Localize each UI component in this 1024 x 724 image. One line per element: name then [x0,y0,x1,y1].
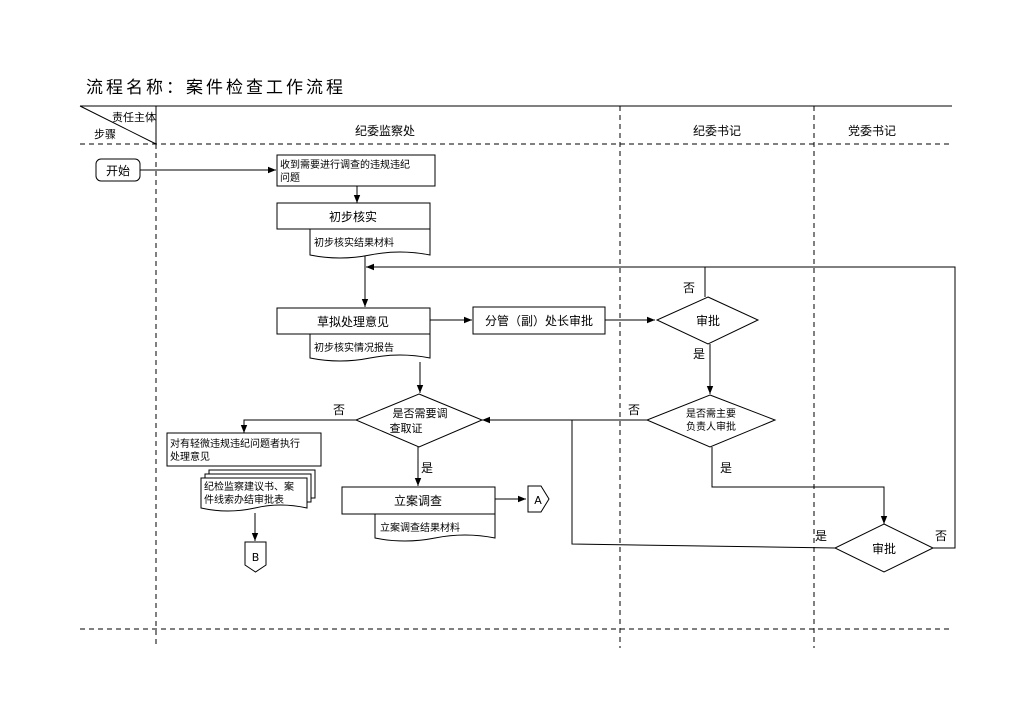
receive-problem-box [276,154,436,187]
lane-header-party-secretary: 党委书记 [848,123,896,138]
need-principal-line1: 是否需主要 [686,408,736,420]
file-case-box [341,486,496,515]
initial-report-doc-label: 初步核实情况报告 [314,341,394,354]
minor-handle-line2: 处理意见 [170,450,210,463]
draft-opinion-label: 草拟处理意见 [317,314,389,329]
connector-b-shape [244,541,267,573]
approve1-diamond [655,296,760,345]
initial-verify-doc-label: 初步核实结果材料 [314,236,394,249]
initial-verify-label: 初步核实 [329,209,377,224]
approve1-label: 审批 [696,313,720,328]
suggestion-doc-line2: 件线索办结审批表 [204,493,284,506]
principal-yes-label: 是 [720,461,732,475]
suggestion-doc-line1: 纪检监察建议书、案 [204,480,294,493]
edge-approve2-no-loop [705,266,956,549]
initial-report-doc-shape [309,333,431,362]
receive-problem-line1: 收到需要进行调查的违规违纪 [280,158,410,171]
approve2-label: 审批 [872,541,896,556]
flow-title: 流程名称：案件检查工作流程 [86,78,346,98]
need-investigate-diamond [354,393,484,448]
suggestion-doc-front [200,477,308,512]
header-corner-step: 步骤 [94,128,116,141]
header-corner-diagonal [79,105,157,145]
edge-principal-yes [711,447,888,524]
approve2-no-label: 否 [935,529,947,543]
investigate-no-label: 否 [333,403,345,417]
approve1-no-label: 否 [683,281,695,295]
deputy-approve-label: 分管（副）处长审批 [485,313,593,328]
lane-header-discipline-office: 纪委监察处 [355,124,415,138]
initial-verify-box [276,202,431,230]
header-corner-responsible: 责任主体 [112,110,156,124]
edge-investigate-no [240,419,356,433]
file-case-doc-shape [374,513,496,542]
principal-no-label: 否 [628,403,640,417]
approve2-diamond [833,523,935,573]
need-investigate-line2: 查取证 [390,421,423,435]
file-case-doc-label: 立案调查结果材料 [380,521,460,534]
edge-approve2-yes [571,420,836,549]
investigate-yes-label: 是 [421,461,433,475]
connector-b-label: B [252,551,260,564]
lane-header-discipline-secretary: 纪委书记 [693,124,741,138]
need-principal-line2: 负责人审批 [686,420,736,433]
start-label: 开始 [106,164,130,178]
initial-verify-doc-shape [309,228,431,259]
edge-approve1-no-loop [366,263,706,297]
approve2-yes-label: 是 [815,529,827,543]
receive-problem-line2: 问题 [280,171,300,184]
minor-handle-box [166,432,322,467]
need-principal-diamond [645,394,777,448]
deputy-approve-box [472,306,606,335]
connector-a-label: A [534,494,542,507]
draft-opinion-box [276,307,431,335]
file-case-label: 立案调查 [394,493,442,508]
connector-a-shape [527,485,550,513]
approve1-yes-label: 是 [693,347,705,361]
need-investigate-line1: 是否需要调 [393,407,448,420]
minor-handle-line1: 对有轻微违规违纪问题者执行 [170,437,300,450]
